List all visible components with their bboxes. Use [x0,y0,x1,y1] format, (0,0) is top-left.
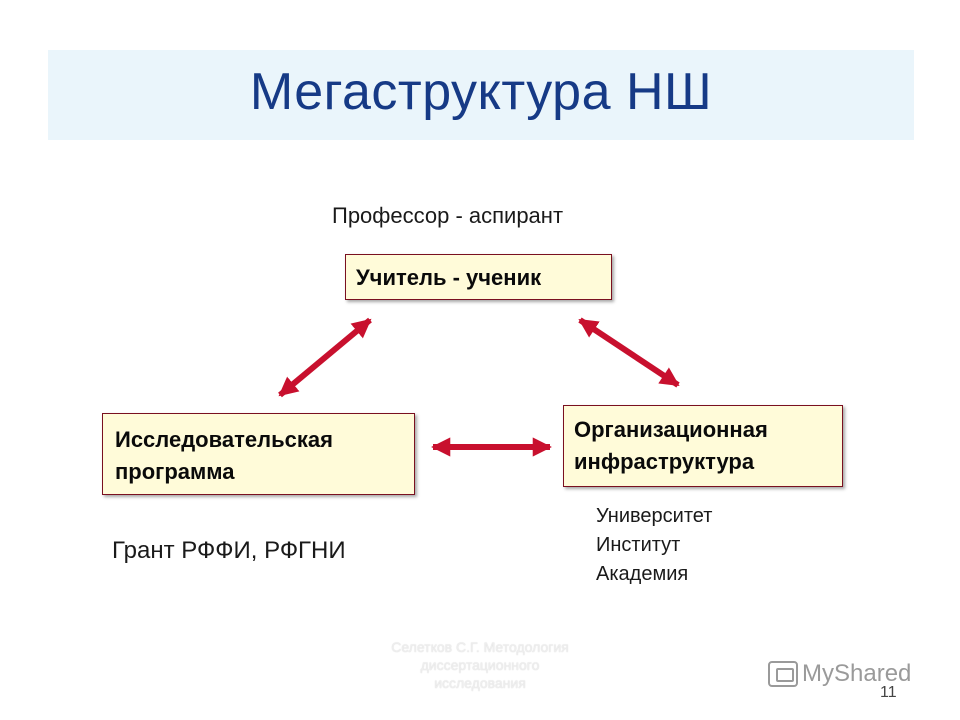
title-band: Мегаструктура НШ [48,50,914,140]
page-title: Мегаструктура НШ [249,63,713,121]
arrow-teacher-research [278,317,372,398]
caption-professor-aspirant: Профессор - аспирант [332,203,564,228]
myshared-logo-icon [768,661,798,687]
caption-university: Университет [596,505,713,527]
node-teacher-student: Учитель - ученик [345,254,612,300]
node-research-line-1: Исследовательская [115,427,333,452]
caption-grant: Грант РФФИ, РФГНИ [112,537,346,564]
caption-academy: Академия [596,563,689,585]
brand-logo: MyShared [768,656,911,692]
brand-text: MyShared [802,660,912,687]
watermark-line-2: диссертационного [420,657,540,673]
watermark-line-1: Селетков С.Г. Методология [391,639,569,655]
watermark-line-3: исследования [434,675,526,691]
node-research-line-2: программа [115,459,235,484]
page-number: 11 [880,684,897,701]
node-org-infrastructure: Организационная инфраструктура [563,405,843,487]
caption-institute: Институт [596,534,681,556]
node-teacher-label: Учитель - ученик [356,265,542,290]
node-org-line-1: Организационная [574,417,768,442]
node-research-program: Исследовательская программа [102,413,415,495]
node-org-line-2: инфраструктура [574,449,755,474]
footer-watermark: Селетков С.Г. Методология диссертационно… [360,638,600,692]
arrow-teacher-org [578,317,680,388]
